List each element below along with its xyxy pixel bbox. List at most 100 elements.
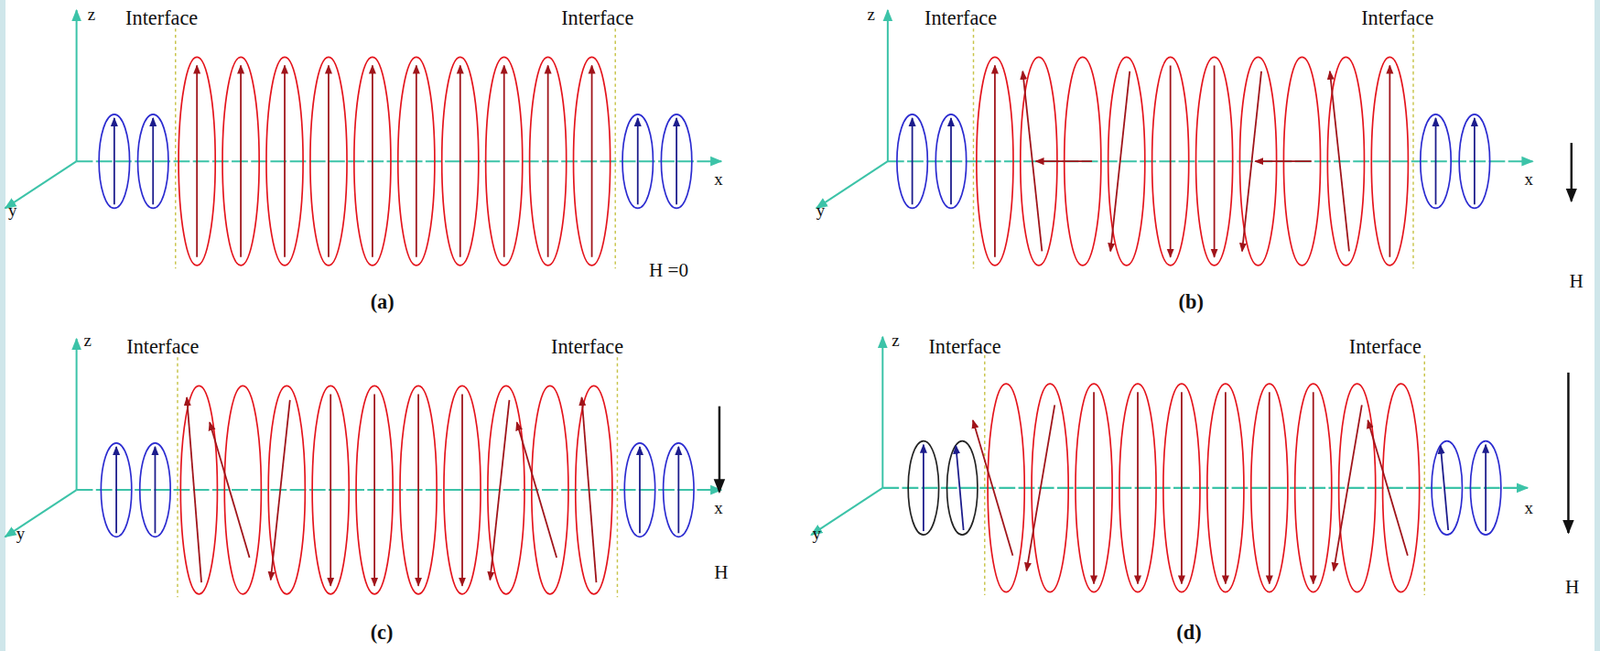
spin-arrow <box>1268 391 1271 584</box>
field-label: H <box>1565 577 1579 597</box>
spin-ellipse <box>624 443 655 538</box>
spin-ellipse <box>897 114 928 209</box>
spin-ellipse <box>1431 441 1462 536</box>
spin-arrow <box>283 65 286 258</box>
spin-ellipse <box>1152 56 1190 265</box>
z-axis <box>75 338 78 490</box>
spin-ellipse <box>268 385 305 594</box>
y-axis <box>5 161 77 208</box>
spin-arrow <box>994 65 996 258</box>
panel-label: (b) <box>1178 291 1204 313</box>
page-border <box>1594 0 1600 651</box>
spin-arrow <box>582 397 597 583</box>
spin-arrow <box>1169 65 1172 258</box>
spin-ellipse <box>1371 56 1408 265</box>
spin-ellipse <box>310 56 347 265</box>
spin-arrow <box>151 118 154 205</box>
spin-arrow <box>1312 391 1315 584</box>
spin-arrow <box>329 393 332 585</box>
field-arrow <box>1567 372 1569 533</box>
spin-arrow <box>1333 404 1363 571</box>
spin-ellipse <box>400 385 437 594</box>
spin-arrow <box>1026 404 1055 571</box>
spin-ellipse <box>178 56 216 265</box>
spin-ellipse <box>222 56 260 265</box>
spin-arrow <box>955 445 963 530</box>
spin-arrow <box>1254 160 1312 163</box>
spin-ellipse <box>663 443 694 538</box>
spin-arrow <box>327 65 330 258</box>
spin-arrow <box>1224 391 1227 584</box>
interface-label: Interface <box>924 8 997 29</box>
axis-label: x <box>1524 171 1534 189</box>
spin-arrow <box>1435 118 1438 205</box>
z-axis <box>886 10 889 162</box>
spin-ellipse <box>622 114 653 209</box>
axis-label: y <box>816 202 825 220</box>
interface-label: Interface <box>551 336 624 357</box>
spin-arrow <box>637 118 639 205</box>
spin-ellipse <box>575 385 613 594</box>
interface-line <box>972 28 974 269</box>
spin-arrow <box>517 421 558 558</box>
spin-arrow <box>1367 420 1408 556</box>
spin-ellipse <box>312 385 349 594</box>
spin-ellipse <box>356 385 393 594</box>
spin-arrow <box>415 65 418 258</box>
y-axis <box>816 161 888 208</box>
spin-arrow <box>239 65 242 258</box>
panel <box>5 10 723 269</box>
spin-arrow <box>1136 391 1139 584</box>
interface-line <box>614 28 616 269</box>
spin-arrow <box>1036 160 1093 163</box>
interface-line <box>1412 28 1414 269</box>
panel <box>5 338 723 597</box>
axis-label: x <box>713 171 723 189</box>
spin-arrow <box>270 400 291 581</box>
axis-label: y <box>16 525 25 543</box>
spin-ellipse <box>1075 383 1113 592</box>
spin-ellipse <box>442 56 479 265</box>
spin-ellipse <box>137 114 168 209</box>
axis-label: z <box>83 332 91 350</box>
field-arrow <box>1570 142 1573 202</box>
axis-label: y <box>811 525 821 543</box>
spin-arrow <box>115 446 118 533</box>
spin-ellipse <box>354 56 391 265</box>
field-label: H =0 <box>648 260 689 281</box>
spin-arrow <box>911 118 914 205</box>
spin-arrow <box>489 400 509 581</box>
spin-ellipse <box>1119 383 1157 592</box>
spin-arrow <box>503 65 506 258</box>
panels <box>5 10 1572 597</box>
interface-label: Interface <box>561 8 634 29</box>
axis-label: z <box>891 332 899 350</box>
spin-arrow <box>591 65 594 258</box>
interface-label: Interface <box>126 336 199 357</box>
spin-ellipse <box>1031 383 1069 592</box>
x-axis <box>882 486 1528 489</box>
spin-ellipse <box>1251 383 1288 592</box>
spin-arrow <box>113 118 116 205</box>
spin-arrow <box>373 393 376 585</box>
axis-label: x <box>1524 499 1534 518</box>
spin-arrow <box>1180 391 1183 584</box>
spin-ellipse <box>1327 56 1364 265</box>
axis-label: y <box>8 202 17 220</box>
spin-ellipse <box>1420 114 1451 209</box>
y-axis <box>810 487 883 535</box>
spin-arrow <box>1440 445 1449 530</box>
x-axis <box>76 160 723 163</box>
panel-label: (a) <box>370 291 395 313</box>
spin-arrow <box>459 65 462 258</box>
spin-ellipse <box>140 443 171 538</box>
interface-label: Interface <box>1349 336 1422 357</box>
spin-ellipse <box>1470 441 1501 536</box>
axis-label: z <box>87 6 96 24</box>
spin-arrow <box>417 393 420 585</box>
panel <box>810 336 1568 595</box>
page-border <box>0 0 6 651</box>
interface-line <box>1424 355 1426 595</box>
